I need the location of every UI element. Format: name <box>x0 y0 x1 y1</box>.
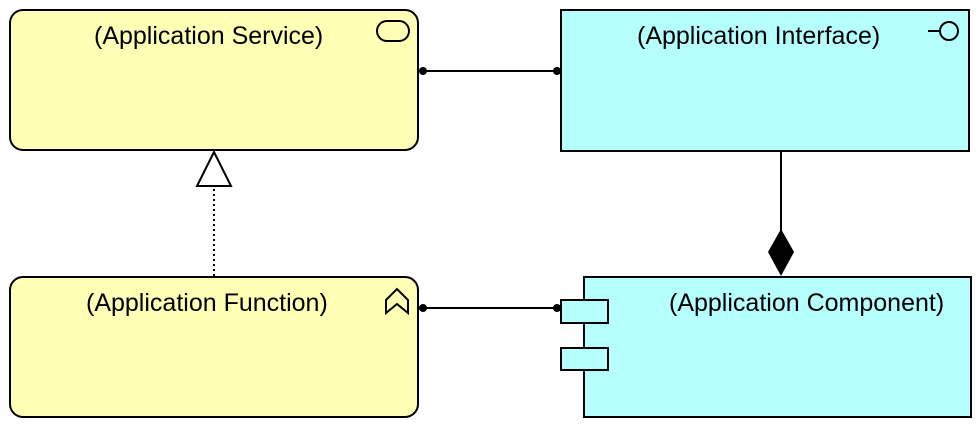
interface-icon <box>928 21 959 41</box>
node-label: (Application Function) <box>86 289 328 317</box>
realization-function-service[interactable] <box>195 149 233 276</box>
connector-dot <box>419 304 427 312</box>
connector-dot <box>553 67 561 75</box>
component-port-top <box>560 299 609 324</box>
connector-dot <box>419 67 427 75</box>
composition-diamond <box>768 229 794 276</box>
assignment-function-component[interactable] <box>419 304 561 312</box>
assignment-service-interface[interactable] <box>419 67 561 75</box>
connector-dot <box>553 304 561 312</box>
composition-interface-component[interactable] <box>768 151 794 276</box>
application-component-node[interactable]: (Application Component) <box>583 276 972 418</box>
application-service-node[interactable]: (Application Service) <box>9 9 419 151</box>
node-label: (Application Interface) <box>637 22 881 50</box>
application-interface-node[interactable]: (Application Interface) <box>560 9 970 152</box>
function-icon <box>385 287 409 315</box>
node-label: (Application Component) <box>669 289 945 317</box>
application-function-node[interactable]: (Application Function) <box>9 276 419 418</box>
realization-arrowhead <box>195 149 233 187</box>
node-label: (Application Service) <box>94 22 324 50</box>
service-icon <box>376 20 410 42</box>
component-port-bottom <box>560 347 609 371</box>
